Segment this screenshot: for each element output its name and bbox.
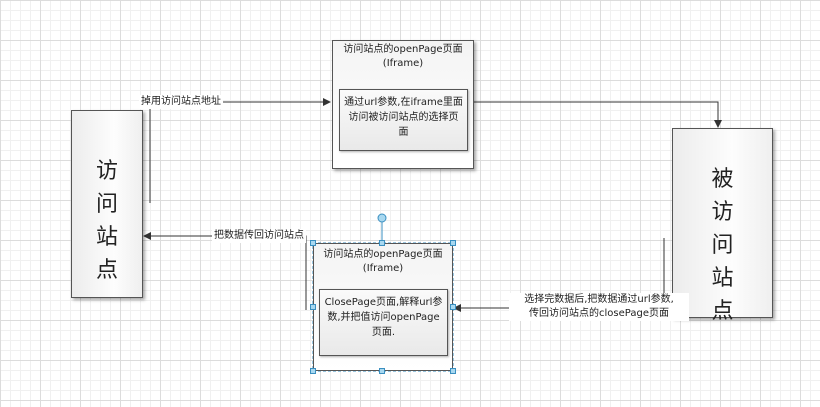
edge-label-after-select: 选择完数据后,把数据通过url参数, 传回访问站点的closePage页面 (509, 293, 689, 321)
visited-site-node[interactable]: 被访问站点 (672, 128, 773, 324)
open-page-top-inner-text: 通过url参数,在iframe里面访问被访问站点的选择页面 (344, 97, 463, 138)
resize-handle-e[interactable] (450, 304, 456, 310)
edge-pass-back (143, 232, 307, 310)
open-page-top-inner[interactable]: 通过url参数,在iframe里面访问被访问站点的选择页面 (339, 89, 468, 151)
close-page-inner-text: ClosePage页面,解释url参数,并把值访问openPage页面. (324, 297, 443, 338)
resize-handle-w[interactable] (310, 304, 316, 310)
rotate-handle (377, 213, 387, 223)
visited-site-label: 被访问站点 (711, 167, 734, 324)
edge-to-visited (474, 101, 722, 128)
resize-handle-sw[interactable] (310, 368, 316, 374)
open-page-bottom-node[interactable]: 访问站点的openPage页面 (Iframe) ClosePage页面,解释u… (313, 243, 453, 371)
edge-call-address (149, 98, 331, 203)
visit-site-label: 访问站点 (95, 159, 118, 283)
resize-handle-nw[interactable] (310, 240, 316, 246)
resize-handle-s[interactable] (379, 368, 385, 374)
open-page-bottom-title: 访问站点的openPage页面 (Iframe) (323, 249, 443, 274)
resize-handle-se[interactable] (450, 368, 456, 374)
open-page-top-node[interactable]: 访问站点的openPage页面 (Iframe) 通过url参数,在iframe… (332, 40, 474, 169)
resize-handle-ne[interactable] (450, 240, 456, 246)
resize-handle-n[interactable] (379, 240, 385, 246)
open-page-top-title: 访问站点的openPage页面 (Iframe) (343, 44, 463, 69)
edge-label-call-address: 掉用访问站点地址 (139, 95, 223, 109)
edge-label-pass-back: 把数据传回访问站点 (212, 229, 306, 243)
visit-site-node[interactable]: 访问站点 (71, 110, 143, 298)
close-page-inner[interactable]: ClosePage页面,解释url参数,并把值访问openPage页面. (319, 289, 448, 356)
